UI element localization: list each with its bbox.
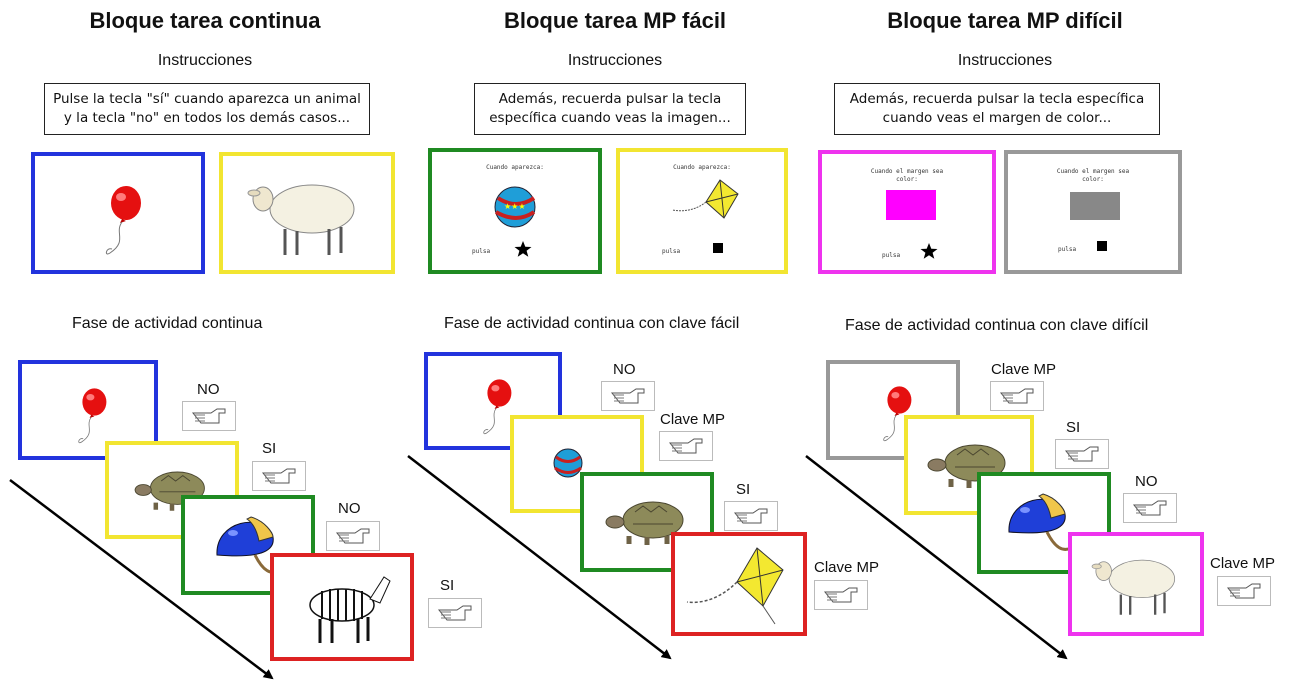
block-3-instructions-heading: Instrucciones (905, 52, 1105, 70)
hand-key-icon (182, 401, 236, 431)
block-2-trial-3-response: SI (736, 481, 750, 498)
block-1-instructions-text: Pulse la tecla "sí" cuando aparezca un a… (44, 83, 370, 135)
block-3-trial-2-response: SI (1066, 419, 1080, 436)
zebra-icon (274, 557, 410, 657)
block-1-title: Bloque tarea continua (60, 8, 350, 34)
hand-key-icon (814, 580, 868, 610)
block-3-instructions-text: Además, recuerda pulsar la tecla específ… (834, 83, 1160, 135)
block-3-example-2: Cuando el margen sea color: pulsa (1004, 150, 1182, 274)
hand-key-icon (601, 381, 655, 411)
hand-key-icon (1123, 493, 1177, 523)
block-3-example-2-caption: Cuando el margen sea color: (1008, 168, 1178, 184)
block-1-trial-3-response: NO (338, 500, 361, 517)
block-2-example-2: Cuando aparezca: pulsa (616, 148, 788, 274)
block-2-trial-4 (671, 532, 807, 636)
block-2-trial-2-response: Clave MP (660, 411, 725, 428)
hand-key-icon (990, 381, 1044, 411)
block-2-phase-label: Fase de actividad continua con clave fác… (444, 315, 739, 333)
block-1-trial-2-response: SI (262, 440, 276, 457)
gray-rect (1070, 192, 1120, 220)
hand-key-icon (252, 461, 306, 491)
block-2-example-1: Cuando aparezca: ★★★ pulsa (428, 148, 602, 274)
block-1-trial-4-response: SI (440, 577, 454, 594)
hand-key-icon (428, 598, 482, 628)
block-3-example-1-key-caption: pulsa (882, 252, 900, 260)
hand-key-icon (724, 501, 778, 531)
sheep-icon (1072, 536, 1200, 632)
balloon-icon (35, 156, 201, 270)
hand-key-icon (1055, 439, 1109, 469)
ball-icon: ★★★ (492, 184, 538, 230)
block-3-trial-4-response: Clave MP (1210, 555, 1275, 572)
block-3-example-2-key-caption: pulsa (1058, 246, 1076, 254)
block-1-example-1 (31, 152, 205, 274)
block-3-trial-1-response: Clave MP (991, 361, 1056, 378)
svg-text:★★★: ★★★ (504, 202, 526, 211)
block-1-example-2 (219, 152, 395, 274)
block-1-phase-label: Fase de actividad continua (72, 315, 262, 333)
block-2-example-2-key-caption: pulsa (662, 248, 680, 256)
hand-key-icon (326, 521, 380, 551)
block-3-title: Bloque tarea MP difícil (860, 8, 1150, 34)
block-2-instructions-heading: Instrucciones (515, 52, 715, 70)
square-icon (1096, 240, 1108, 252)
kite-icon (668, 176, 744, 228)
block-1-trial-4 (270, 553, 414, 661)
block-2-instructions-text: Además, recuerda pulsar la tecla específ… (474, 83, 746, 135)
block-2-trial-1-response: NO (613, 361, 636, 378)
block-2-example-2-caption: Cuando aparezca: (620, 164, 784, 172)
block-3-phase-label: Fase de actividad continua con clave dif… (845, 317, 1148, 335)
star-icon (514, 240, 532, 258)
block-3-trial-4 (1068, 532, 1204, 636)
sheep-icon (223, 156, 391, 270)
block-3-example-1: Cuando el margen sea color: pulsa (818, 150, 996, 274)
kite-icon (675, 536, 803, 632)
block-3-example-1-caption: Cuando el margen sea color: (822, 168, 992, 184)
hand-key-icon (1217, 576, 1271, 606)
star-icon (920, 242, 938, 260)
block-2-trial-4-response: Clave MP (814, 559, 879, 576)
block-2-example-1-caption: Cuando aparezca: (432, 164, 598, 172)
block-2-example-1-key-caption: pulsa (472, 248, 490, 256)
hand-key-icon (659, 431, 713, 461)
block-3-trial-3-response: NO (1135, 473, 1158, 490)
block-2-title: Bloque tarea MP fácil (480, 8, 750, 34)
block-1-trial-1-response: NO (197, 381, 220, 398)
block-1-instructions-heading: Instrucciones (105, 52, 305, 70)
magenta-rect (886, 190, 936, 220)
square-icon (712, 242, 724, 254)
